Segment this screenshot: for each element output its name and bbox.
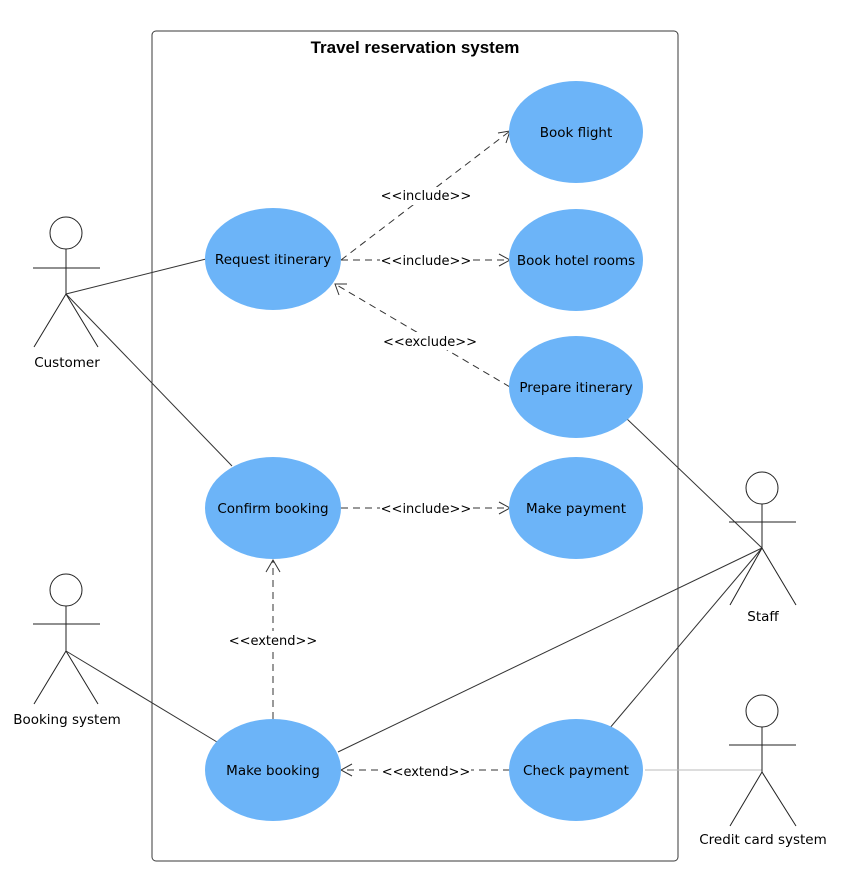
use-case-request-itinerary[interactable]: Request itinerary xyxy=(205,208,341,310)
use-case-check-payment[interactable]: Check payment xyxy=(509,719,643,821)
use-case-request-itinerary-label: Request itinerary xyxy=(215,252,331,268)
use-case-make-payment-label: Make payment xyxy=(526,501,626,517)
actor-credit-card-system[interactable]: Credit card system xyxy=(699,694,827,848)
arrowhead-confirm-booking xyxy=(265,559,281,573)
assoc-staff-check-payment xyxy=(608,547,763,730)
assoc-customer-confirm-booking xyxy=(65,293,233,467)
actor-booking-system-label: Booking system xyxy=(13,712,121,728)
use-case-confirm-booking-label: Confirm booking xyxy=(217,501,328,517)
actor-head-icon xyxy=(49,216,83,250)
actor-customer-label: Customer xyxy=(34,355,100,371)
actor-booking-system[interactable]: Booking system xyxy=(13,573,121,728)
arrowhead-request-itinerary xyxy=(334,283,347,296)
assoc-customer-request-itinerary xyxy=(65,258,207,295)
label-include-make-payment: <<include>> xyxy=(381,502,472,517)
label-exclude-prepare-itinerary: <<exclude>> xyxy=(383,335,477,350)
assoc-staff-prepare-itinerary xyxy=(625,417,763,549)
actor-head-icon xyxy=(745,694,779,728)
assoc-bookingsystem-make-booking xyxy=(65,650,218,743)
use-case-confirm-booking[interactable]: Confirm booking xyxy=(205,457,341,559)
label-include-book-hotel: <<include>> xyxy=(381,254,472,269)
label-include-book-flight: <<include>> xyxy=(381,189,472,204)
system-title: Travel reservation system xyxy=(311,38,520,57)
use-case-check-payment-label: Check payment xyxy=(523,763,629,779)
actor-customer[interactable]: Customer xyxy=(33,216,100,371)
use-case-book-flight[interactable]: Book flight xyxy=(509,81,643,183)
actor-head-icon xyxy=(745,471,779,505)
use-case-prepare-itinerary[interactable]: Prepare itinerary xyxy=(509,336,643,438)
label-extend-confirm-booking: <<extend>> xyxy=(229,634,318,649)
assoc-staff-make-booking xyxy=(337,547,763,753)
label-extend-check-payment: <<extend>> xyxy=(382,765,471,780)
actor-head-icon xyxy=(49,573,83,607)
actor-credit-card-system-label: Credit card system xyxy=(699,832,827,848)
use-case-book-flight-label: Book flight xyxy=(540,125,613,141)
use-case-make-booking-label: Make booking xyxy=(226,763,320,779)
use-case-make-payment[interactable]: Make payment xyxy=(509,457,643,559)
actor-staff-label: Staff xyxy=(747,609,779,625)
use-case-book-hotel-rooms[interactable]: Book hotel rooms xyxy=(509,209,643,311)
use-case-prepare-itinerary-label: Prepare itinerary xyxy=(519,380,632,396)
actor-staff[interactable]: Staff xyxy=(729,471,797,625)
use-case-book-hotel-rooms-label: Book hotel rooms xyxy=(517,253,635,269)
use-case-make-booking[interactable]: Make booking xyxy=(205,719,341,821)
